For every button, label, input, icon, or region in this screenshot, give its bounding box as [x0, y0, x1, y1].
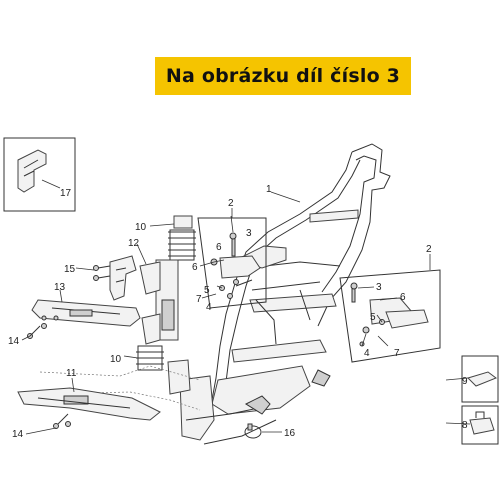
part-2-inset-left — [197, 217, 267, 309]
callout-1: 1 — [266, 184, 272, 195]
callout-6-right: 6 — [400, 292, 406, 303]
part-14-screws-upper — [27, 323, 47, 339]
part-10-damper — [136, 215, 196, 395]
callout-14-upper: 14 — [8, 336, 20, 347]
callout-8: 8 — [462, 420, 468, 431]
callout-6-left-upper: 6 — [216, 242, 222, 253]
part-17-inset — [3, 137, 76, 212]
callout-11: 11 — [66, 368, 77, 379]
callout-13: 13 — [54, 282, 66, 293]
callout-17: 17 — [60, 188, 72, 199]
callout-2-right: 2 — [426, 244, 432, 255]
part-14-screws-lower — [53, 413, 71, 429]
part-8-inset — [461, 405, 499, 445]
part-13-rail — [31, 299, 141, 327]
part-12-bracket — [109, 255, 137, 301]
callout-10-upper: 10 — [135, 222, 147, 233]
callout-6-left-lower: 6 — [192, 262, 198, 273]
part-15-screws — [93, 265, 111, 281]
callout-14-lower: 14 — [12, 429, 24, 440]
callout-2-left: 2 — [228, 198, 234, 209]
callout-16: 16 — [284, 428, 296, 439]
callout-12: 12 — [128, 238, 140, 249]
part-11-rail — [17, 387, 161, 421]
callout-labels: 1 2 2 3 3 6 6 6 5 5 7 7 4 4 9 8 10 10 12… — [8, 184, 468, 440]
part-9-inset — [461, 355, 499, 403]
callout-10-lower: 10 — [110, 354, 122, 365]
callout-4-left: 4 — [206, 302, 212, 313]
callout-9: 9 — [462, 376, 468, 387]
callout-7-right: 7 — [394, 348, 400, 359]
banner-text: Na obrázku díl číslo 3 — [165, 65, 401, 87]
part-16-clamp — [244, 423, 262, 439]
callout-3-right: 3 — [376, 282, 382, 293]
callout-5-left: 5 — [204, 285, 210, 296]
main-frame — [179, 143, 391, 445]
callout-3-left: 3 — [246, 228, 252, 239]
part-2-inset-right — [339, 269, 441, 363]
callout-5-right: 5 — [370, 312, 376, 323]
callout-7-left: 7 — [196, 294, 202, 305]
leader-lines — [21, 179, 471, 435]
callout-4-right: 4 — [364, 348, 370, 359]
callout-15: 15 — [64, 264, 76, 275]
part-number-banner: Na obrázku díl číslo 3 — [155, 57, 411, 95]
